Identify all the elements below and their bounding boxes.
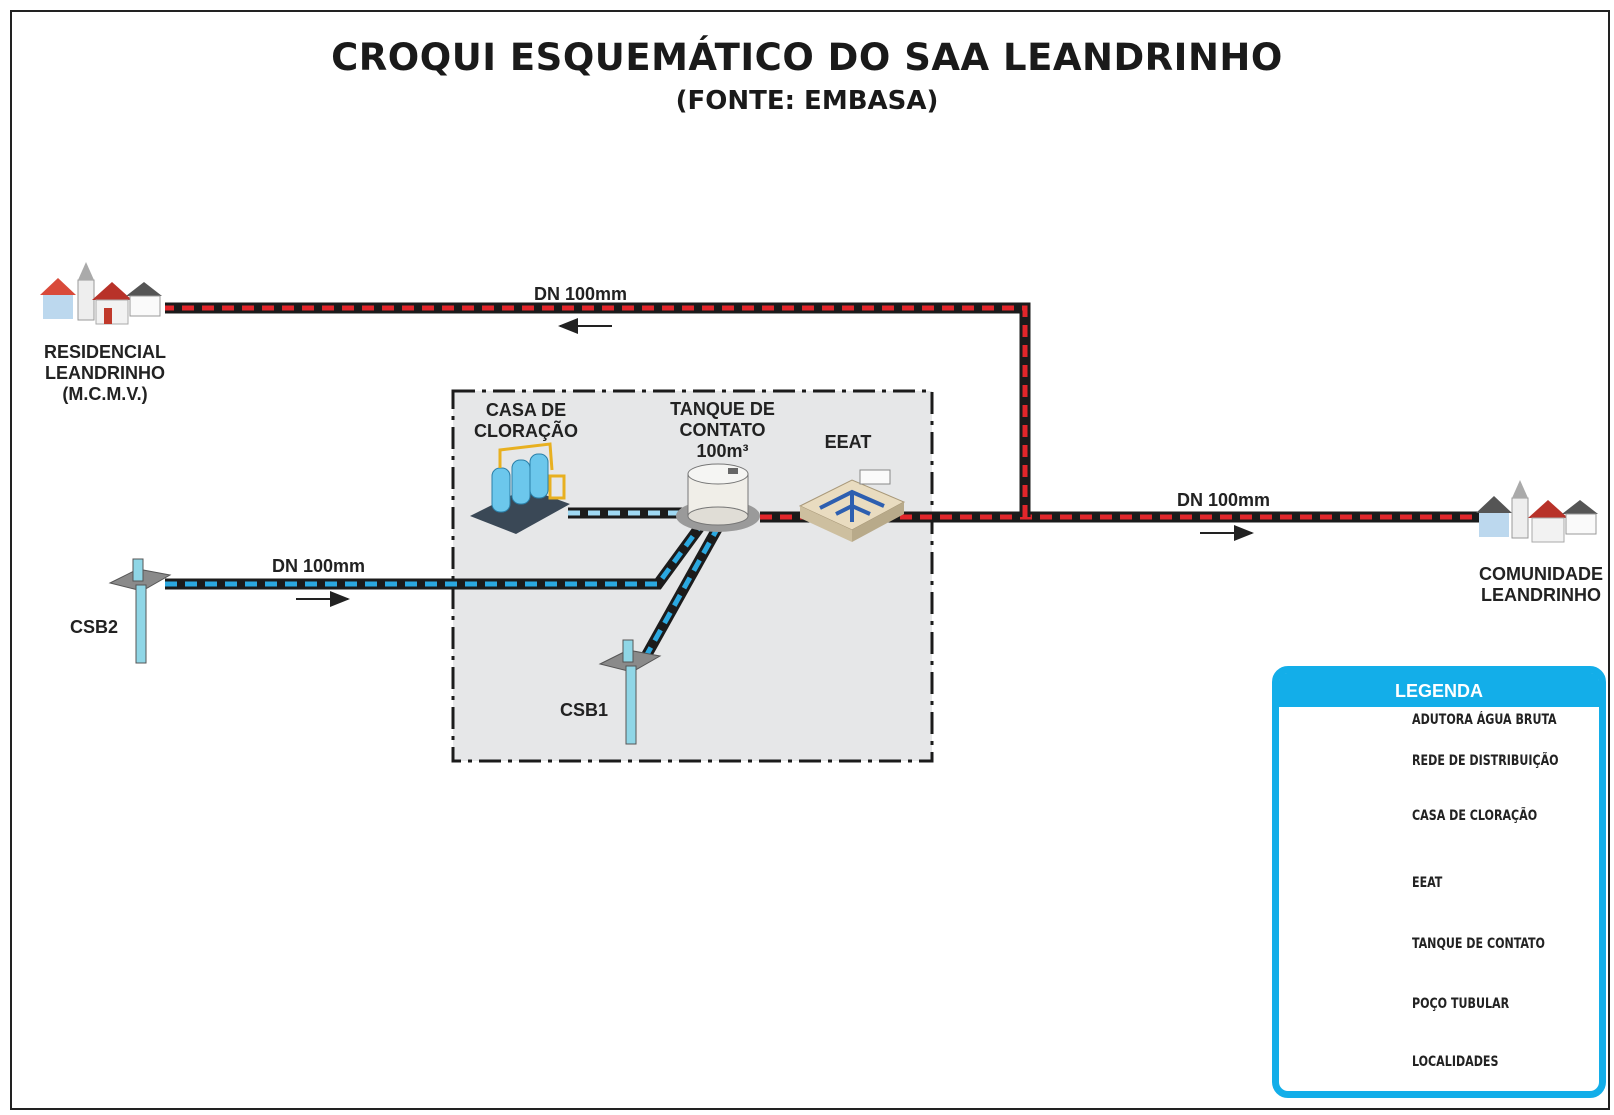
casa-cloracao-label: CASA DE CLORAÇÃO xyxy=(474,400,578,441)
csb2-well-icon xyxy=(108,558,172,664)
eeat-label: EEAT xyxy=(824,432,872,452)
raw-water-pipes xyxy=(165,507,731,661)
legend-label-eeat: EEAT xyxy=(1412,875,1443,891)
tanque-label: TANQUE DE CONTATO 100m³ xyxy=(670,399,775,461)
csb2-label: CSB2 xyxy=(70,617,119,637)
legend-item: REDE DE DISTRIBUIÇÃO xyxy=(1287,736,1597,786)
diagram-title: CROQUI ESQUEMÁTICO DO SAA LEANDRINHO xyxy=(331,36,1283,79)
legend-label-locality: LOCALIDADES xyxy=(1412,1054,1499,1070)
legend-item: LOCALIDADES xyxy=(1287,1037,1597,1087)
legend-item: POÇO TUBULAR xyxy=(1287,979,1597,1029)
dn-label-left: DN 100mm xyxy=(272,556,366,576)
diagram-frame xyxy=(10,10,1610,1110)
legend-item: EEAT xyxy=(1287,858,1597,908)
chlorination-house-icon xyxy=(470,442,570,534)
residencial-locality-icon xyxy=(40,262,162,325)
legend-label-well: POÇO TUBULAR xyxy=(1412,996,1510,1012)
legend-label-chlorination: CASA DE CLORAÇÃO xyxy=(1412,808,1538,824)
eeat-pump-station-icon xyxy=(798,469,906,542)
legend-item: ADUTORA ÁGUA BRUTA xyxy=(1287,695,1597,745)
legend-label-tank: TANQUE DE CONTATO xyxy=(1412,936,1545,952)
legend-label-raw-water: ADUTORA ÁGUA BRUTA xyxy=(1412,712,1557,728)
comunidade-label: COMUNIDADE LEANDRINHO xyxy=(1479,564,1603,605)
contact-tank-icon xyxy=(676,463,760,532)
legend-item: TANQUE DE CONTATO xyxy=(1287,919,1597,969)
diagram-subtitle: (FONTE: EMBASA) xyxy=(675,86,939,116)
dn-label-right: DN 100mm xyxy=(1177,490,1271,510)
legend-label-distribution: REDE DE DISTRIBUIÇÃO xyxy=(1412,753,1559,769)
csb1-label: CSB1 xyxy=(560,700,609,720)
dn-label-top: DN 100mm xyxy=(534,284,628,304)
legend-panel: LEGENDA ADUTORA ÁGUA BRUTA REDE DE DISTR… xyxy=(1272,666,1606,1098)
comunidade-locality-icon xyxy=(1476,480,1598,543)
legend-item: CASA DE CLORAÇÃO xyxy=(1287,791,1597,841)
csb1-well-icon xyxy=(598,639,662,745)
residencial-label: RESIDENCIAL LEANDRINHO (M.C.M.V.) xyxy=(43,342,166,404)
legend-title: LEGENDA xyxy=(1279,673,1599,707)
